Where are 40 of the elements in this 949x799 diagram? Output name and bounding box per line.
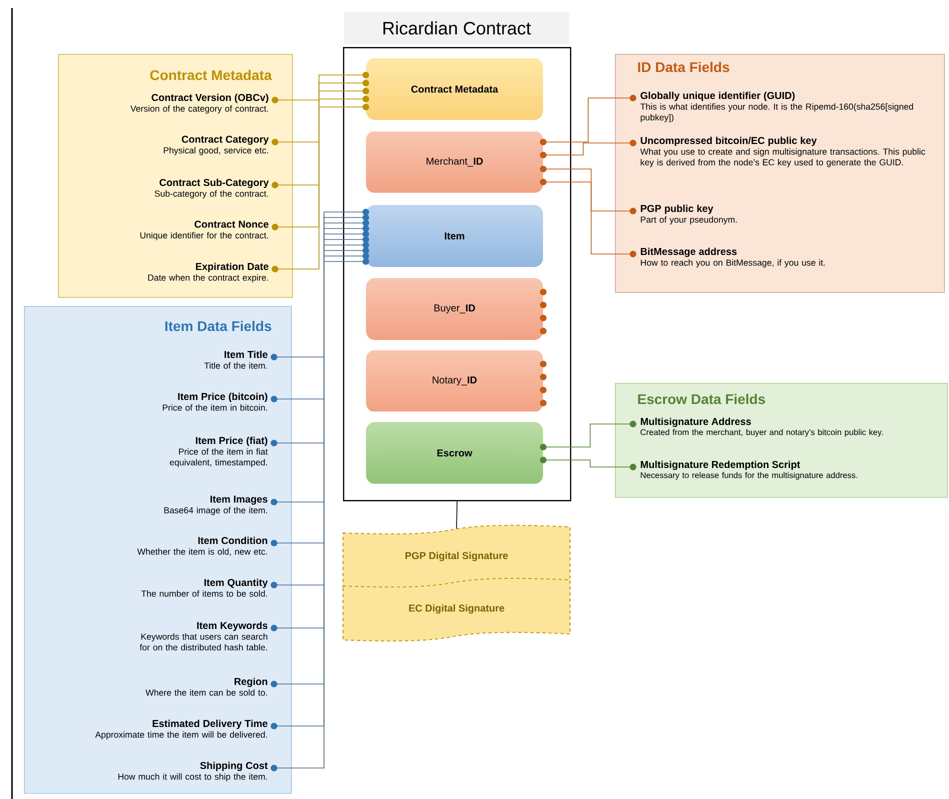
section-box: Escrow [437, 444, 546, 464]
field-description: Expiration Date Date when the contract expire. [148, 262, 278, 282]
field-description: Estimated Delivery Time Approximate time the item will be delivered. [95, 720, 278, 740]
field-description: Item Keywords Keywords that users can search for on the distributed hash table. [140, 622, 278, 650]
node-label: Ricardian Contract [383, 21, 531, 35]
field-description: Item Images Base64 image of the item. [164, 496, 278, 516]
connector [274, 212, 366, 358]
field-description: BitMessage address How to reach you on BitMessage, if you use it. [630, 248, 825, 268]
signature-banner: EC Digital Signature [342, 578, 570, 642]
field-description: Region Where the item can be sold to. [146, 678, 278, 696]
node-label: Merchant_ID [426, 157, 483, 167]
field-description: Multisignature Redemption Script Necessary to release funds for the multisignature address. [630, 460, 858, 480]
field-description: Item Condition Whether the item is old, new etc. [137, 536, 278, 556]
connector [274, 217, 366, 400]
field-description: PGP public key Part of your pseudonym. [630, 204, 737, 224]
field-description: Contract Category Physical good, service etc. [164, 136, 278, 156]
signature-banner: PGP Digital Signature [342, 524, 570, 590]
field-description: Item Price (bitcoin) Price of the item in bitcoin. [162, 392, 278, 411]
section-box: Item [362, 208, 464, 265]
field-description: Contract Nonce Unique identifier for the contract. [140, 220, 278, 240]
node-label: Contract Metadata [411, 85, 498, 93]
section-box: Notary_ID [432, 360, 546, 406]
field-description: Item Quantity The number of items to be sold. [141, 578, 278, 597]
field-description: Contract Sub-Category Sub-category of the contract. [154, 178, 278, 198]
section-box: Contract Metadata [362, 72, 498, 110]
field-description: Uncompressed bitcoin/EC public key What you use to create and sign multisignature transactions. This public key is derived from the node’s EC key used to generate the GUID. [630, 136, 926, 168]
connector [456, 500, 458, 530]
section-box: Merchant_ID [426, 138, 546, 186]
field-description: Item Title Title of the item. [204, 350, 278, 369]
field-description: Globally unique identifier (GUID) This is what identifies your node. It is the Ripemd-160(sha256[signed pubkey]) [630, 92, 914, 122]
field-description: Item Price (fiat) Price of the item in fiat equivalent, timestamped. [170, 436, 278, 468]
node-label: Buyer_ID [434, 304, 475, 314]
field-description: Shipping Cost How much it will cost to ship the item. [118, 762, 278, 782]
field-description: Contract Version (OBCv) Version of the category of contract. [130, 94, 278, 114]
field-description: Multisignature Address Created from the merchant, buyer and notary’s bitcoin public key. [630, 418, 883, 437]
node-label: Escrow [437, 450, 472, 456]
node-label: Notary_ID [432, 376, 477, 386]
connector [274, 222, 366, 444]
node-label: Item [444, 232, 464, 240]
section-box: Buyer_ID [434, 288, 546, 334]
